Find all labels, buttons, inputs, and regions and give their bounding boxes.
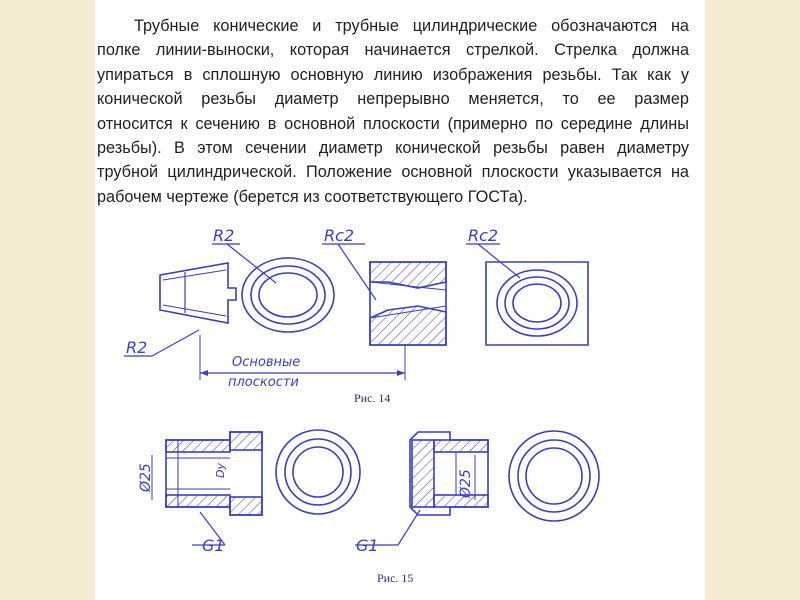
left-margin-strip: [0, 0, 95, 600]
g1-end-view-right: [508, 430, 600, 522]
g1-end-view-left: [275, 429, 361, 515]
label-rc2-right: Rc2: [468, 226, 498, 245]
text-line: рабочем чертеже (берется из соответствую…: [97, 187, 528, 206]
g1-fitting-section-right: [409, 431, 489, 516]
rc2-end-view: [485, 261, 589, 346]
label-d25-left: Ø25: [138, 463, 154, 493]
label-r2-top: R2: [213, 226, 234, 245]
leader-line: [337, 243, 377, 301]
conical-pipe-side-view: [159, 262, 237, 324]
text-line: Трубные конические и трубные цилиндричес…: [134, 17, 689, 35]
leader-line: [397, 509, 421, 546]
leader-line: [226, 243, 277, 284]
figure-15: [151, 429, 600, 546]
leader-line: [477, 243, 521, 279]
label-g1-right: G1: [356, 536, 379, 555]
label-d25-right: Ø25: [458, 469, 474, 499]
label-dy: Dy: [214, 463, 227, 478]
text-line: относится к сечению в основной плоскости…: [97, 114, 689, 133]
text-line: конической резьбы диаметр непрерывно мен…: [97, 90, 689, 109]
label-planes-line2: плоскости: [228, 375, 299, 390]
figure-15-caption: Рис. 15: [377, 571, 413, 585]
figure-14-caption: Рис. 14: [354, 391, 390, 405]
leader-line: [199, 511, 226, 546]
text-line: резьбы). В этом сечении диаметр коническ…: [97, 139, 689, 158]
label-planes-line1: Основные: [232, 355, 300, 370]
leader-line: [151, 329, 200, 357]
label-g1-left: G1: [202, 536, 225, 555]
label-r2-left: R2: [126, 338, 147, 357]
text-line: упираться в сплошную основную линию изоб…: [97, 65, 689, 84]
rc2-section-view: [369, 261, 447, 346]
r2-end-view: [241, 257, 335, 333]
figure-14: [124, 243, 589, 380]
g1-fitting-section: [165, 431, 263, 516]
text-line: полке линии-выноски, которая начинается …: [97, 41, 689, 60]
body-paragraph: Трубные конические и трубные цилиндричес…: [97, 14, 689, 209]
label-rc2-mid: Rc2: [324, 226, 354, 245]
text-line: трубной цилиндрической. Положение основн…: [97, 163, 689, 182]
slide-page: Трубные конические и трубные цилиндричес…: [95, 0, 705, 600]
right-margin-strip: [705, 0, 800, 600]
